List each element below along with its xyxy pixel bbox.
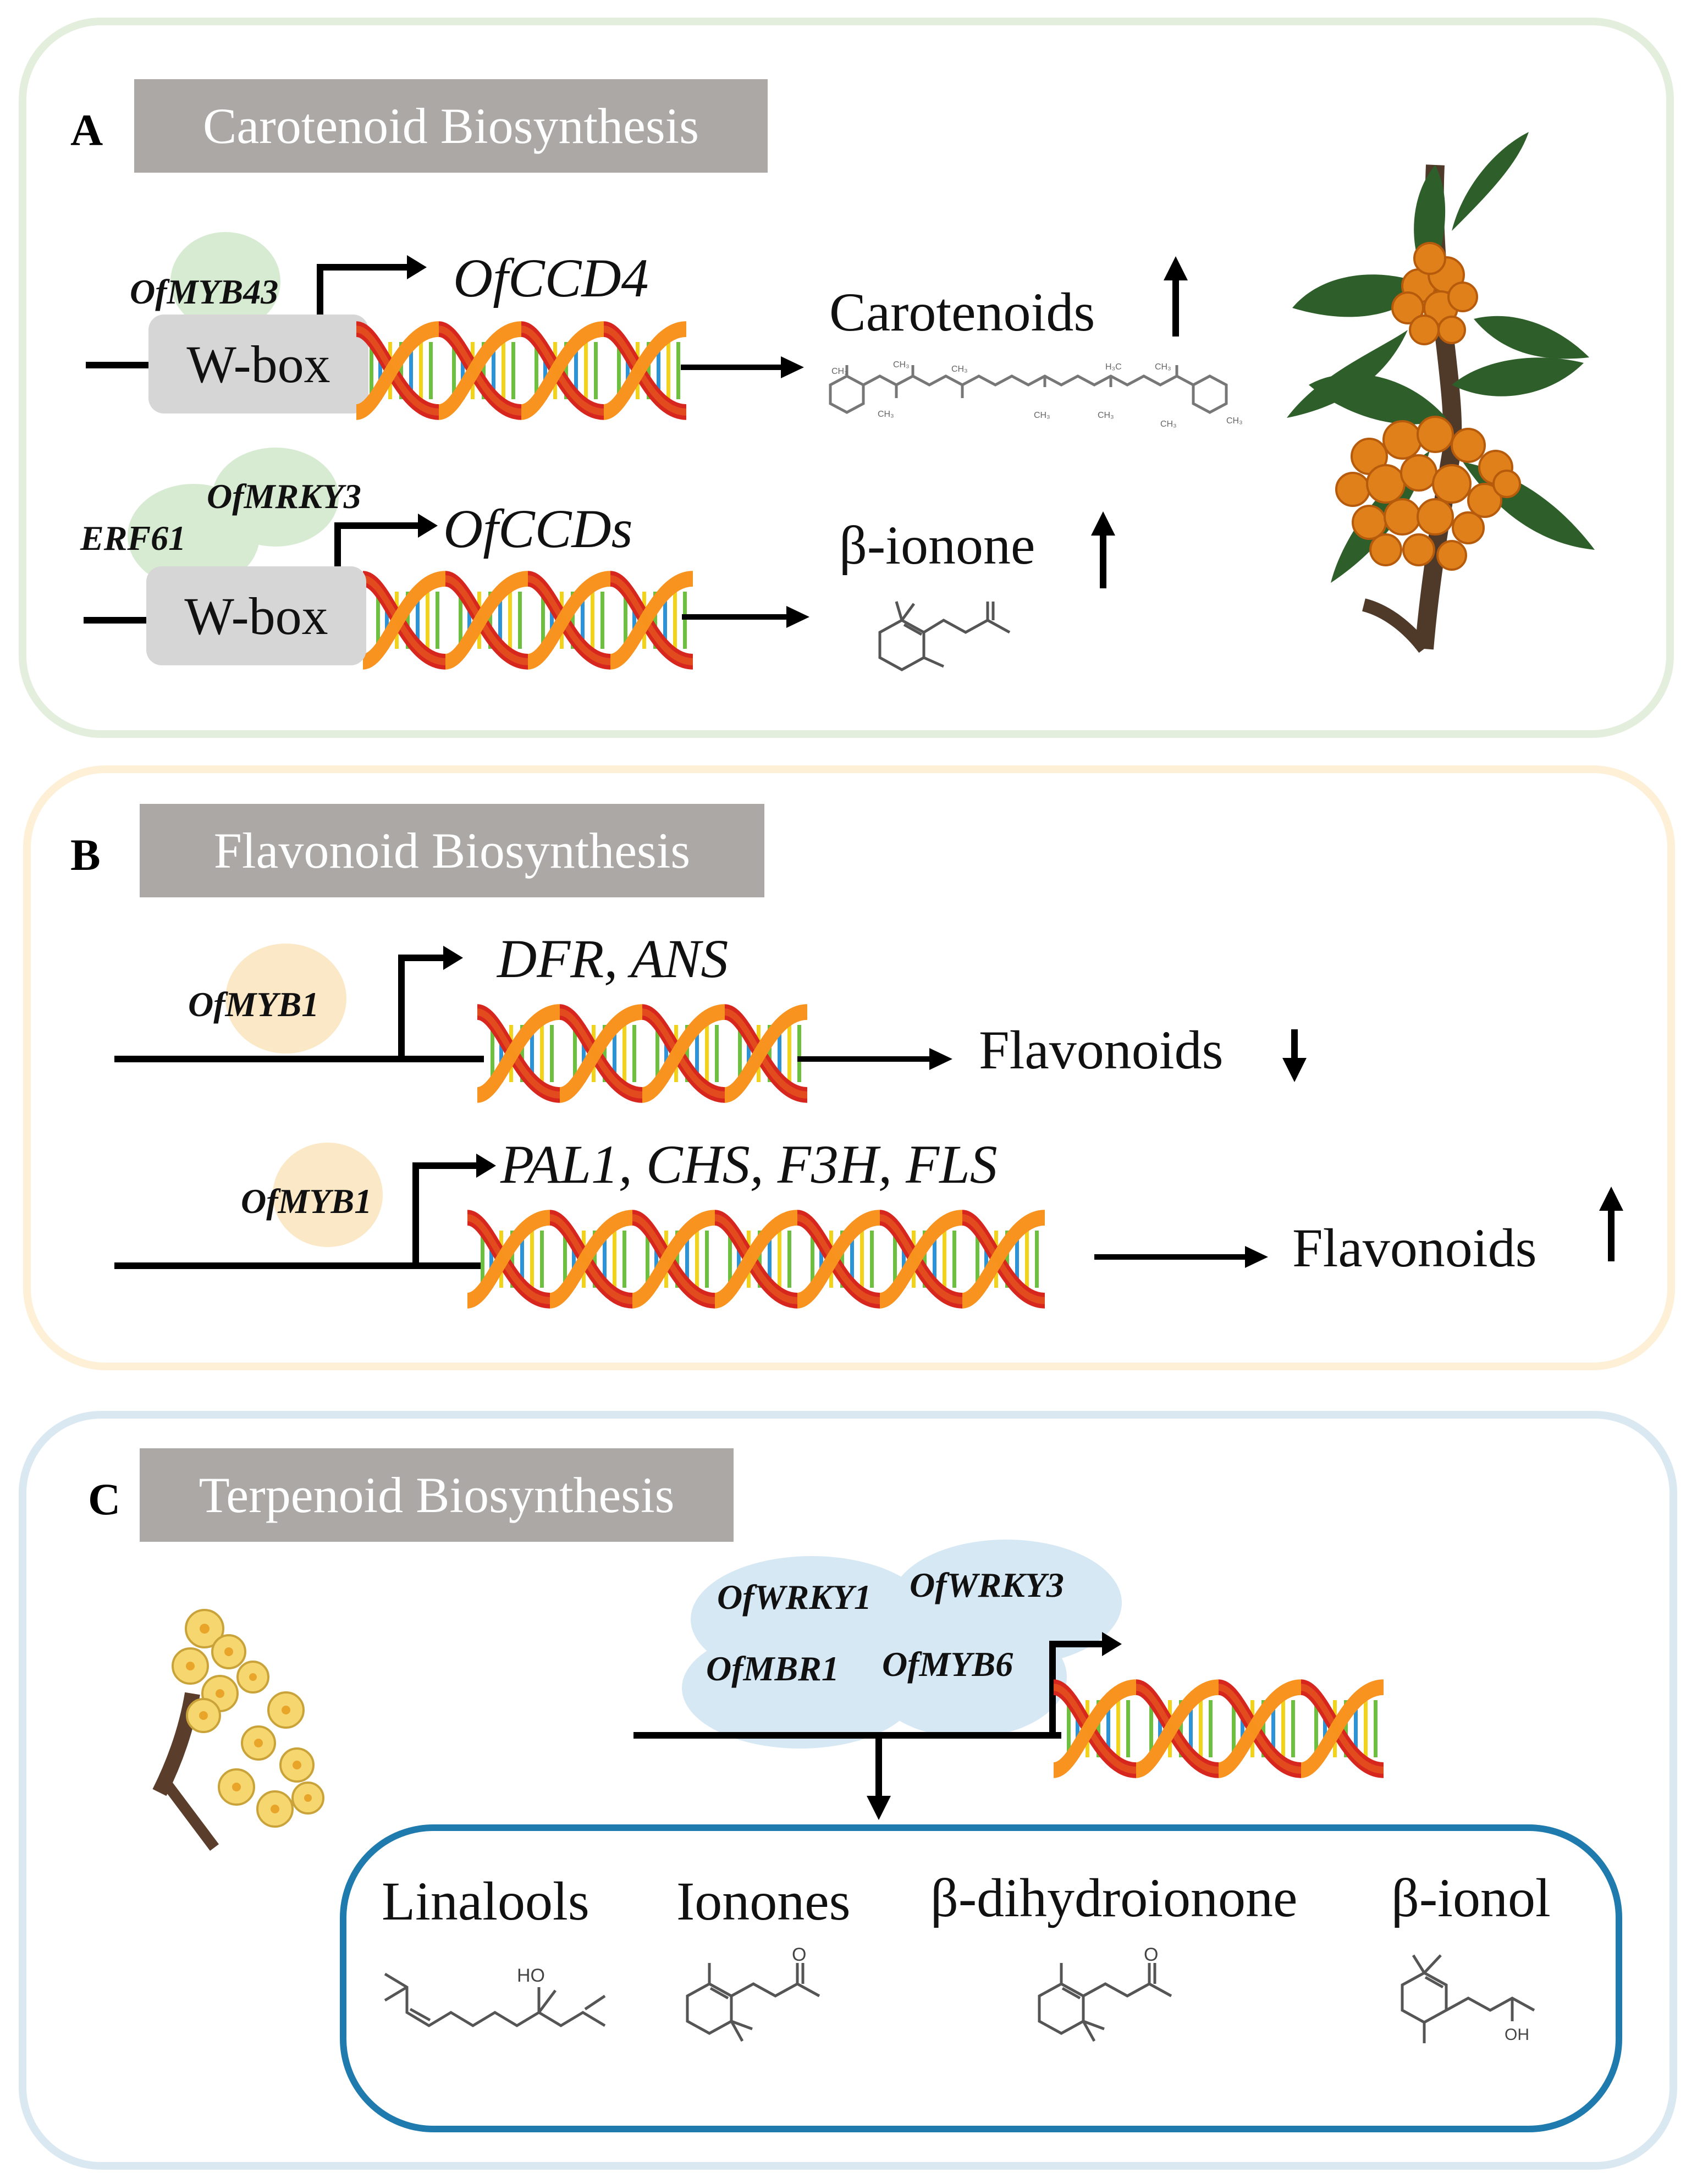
chem-label-ch3-6: CH₃ <box>1098 411 1114 420</box>
chem-label-ch3-1: CH₃ <box>831 367 848 376</box>
product-beta-dihydroionone: β-dihydroionone <box>930 1867 1298 1928</box>
tf-label-ofwrky1: OfWRKY1 <box>717 1578 872 1617</box>
chem-label-h3c: H₃C <box>1105 362 1122 372</box>
gene-label-ofccds: OfCCDs <box>443 498 633 559</box>
panel-c-title: Terpenoid Biosynthesis <box>140 1448 734 1542</box>
tf-blob-ofmyb1-1 <box>225 944 346 1054</box>
gene-label-pal1-chs-f3h-fls: PAL1, CHS, F3H, FLS <box>500 1134 998 1195</box>
linalool-structure <box>384 1972 606 2027</box>
yellow-flower-illustration <box>152 1609 324 1851</box>
tf-label-ofwrky3: OfWRKY3 <box>910 1565 1064 1604</box>
tf-label-ofmbr1: OfMBR1 <box>706 1649 839 1688</box>
tf-blob-ofmrky3 <box>212 448 339 547</box>
product-flavonoids-1: Flavonoids <box>979 1019 1224 1080</box>
dihydroionone-structure <box>1038 1963 1172 2042</box>
ionone-o-label: O <box>792 1944 806 1965</box>
w-box-1: W-box <box>148 315 368 413</box>
beta-ionone-structure <box>878 601 1011 671</box>
promoter-line <box>84 617 150 624</box>
product-linalools: Linalools <box>382 1871 589 1932</box>
tf-label-ofmyb1-2: OfMYB1 <box>241 1182 372 1221</box>
dihydroionone-o-label: O <box>1144 1944 1158 1965</box>
w-box-2: W-box <box>146 566 366 665</box>
chem-label-ch3-5: CH₃ <box>1034 411 1050 420</box>
tf-label-ofmyb1-1: OfMYB1 <box>188 985 319 1024</box>
panel-c-letter: C <box>88 1474 121 1524</box>
ionone-structure <box>686 1963 820 2042</box>
panel-b-flavonoid <box>23 765 1675 1370</box>
chem-label-ch3-2: CH₃ <box>878 410 894 419</box>
carotenoid-structure <box>829 365 1228 414</box>
tf-blob-ofmyb6 <box>869 1617 1067 1738</box>
product-beta-ionone: β-ionone <box>839 515 1035 576</box>
panel-a-carotenoid <box>19 18 1674 738</box>
dna-helix-row-c <box>1054 1687 1384 1771</box>
tf-label-erf61: ERF61 <box>80 519 186 558</box>
ionol-structure <box>1401 1954 1535 2043</box>
panel-a-letter: A <box>70 105 103 155</box>
gene-label-ofccd4: OfCCD4 <box>453 247 649 308</box>
chem-label-ch3-7: CH₃ <box>1155 362 1171 372</box>
linalool-ho-label: HO <box>517 1965 545 1986</box>
panel-b-title: Flavonoid Biosynthesis <box>140 804 764 897</box>
tf-label-ofmrky3: OfMRKY3 <box>207 477 361 516</box>
product-ionones: Ionones <box>676 1871 851 1932</box>
product-beta-ionol: β-ionol <box>1391 1867 1551 1928</box>
chem-label-ch3-3: CH₃ <box>893 360 910 369</box>
panel-b-letter: B <box>70 830 101 880</box>
chem-label-ch3-9: CH₃ <box>1226 416 1243 426</box>
terpenoid-products-box <box>340 1824 1622 2132</box>
gene-label-dfr-ans: DFR, ANS <box>497 928 729 989</box>
panel-c-terpenoid <box>19 1411 1677 2170</box>
tf-label-ofmyb6: OfMYB6 <box>882 1645 1013 1684</box>
chem-label-ch3-4: CH₃ <box>951 365 968 374</box>
product-carotenoids: Carotenoids <box>829 282 1095 343</box>
panel-a-title: Carotenoid Biosynthesis <box>134 79 768 173</box>
product-flavonoids-2: Flavonoids <box>1292 1217 1537 1278</box>
tf-blob-ofmyb1-2 <box>273 1143 383 1247</box>
ionol-oh-label: OH <box>1505 2026 1529 2044</box>
tf-label-ofmyb43: OfMYB43 <box>130 272 279 311</box>
promoter-line <box>86 362 152 368</box>
chem-label-ch3-8: CH₃ <box>1160 420 1177 429</box>
